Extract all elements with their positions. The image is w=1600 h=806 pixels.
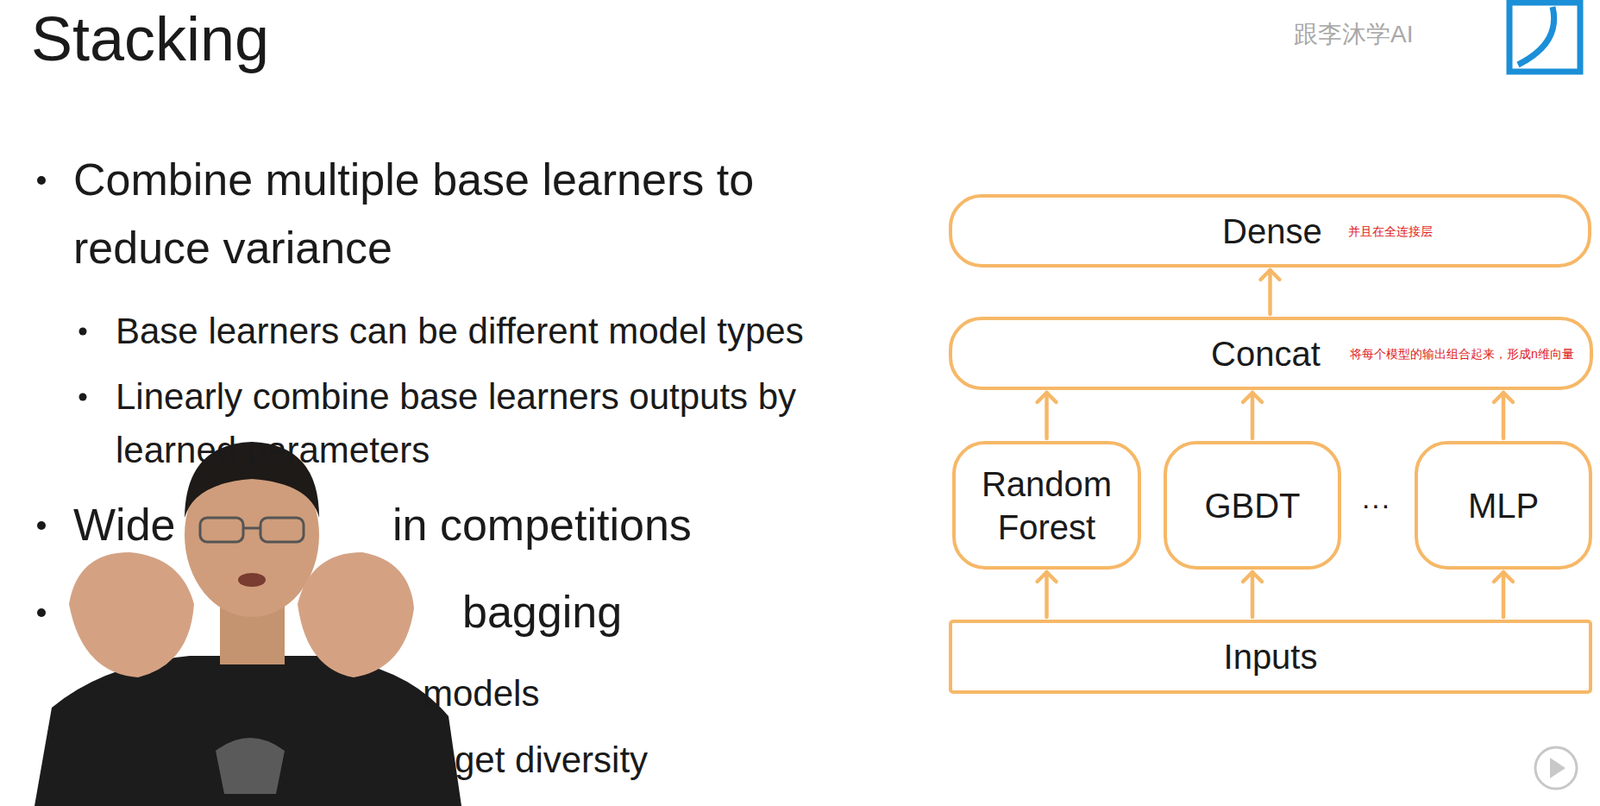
- bullet-dot: [79, 393, 88, 402]
- bullet-dot: [37, 175, 46, 185]
- slide-title: Stacking: [31, 1, 270, 76]
- presenter-glasses: [200, 517, 304, 542]
- connector-arrow: [1250, 571, 1255, 617]
- logo-frame: [1509, 2, 1581, 72]
- channel-logo: [1509, 2, 1581, 72]
- node-label: MLP: [1455, 483, 1551, 528]
- bullet-text-fragment: Wide: [73, 490, 176, 559]
- connector-arrow: [1044, 571, 1049, 617]
- connector-arrow: [1501, 571, 1506, 617]
- arrow-head: [1037, 392, 1057, 402]
- ellipsis-mark: ···: [1361, 483, 1391, 525]
- dense-layer-box: Dense 并且在全连接层: [948, 194, 1592, 268]
- play-circle: [1535, 746, 1577, 789]
- logo-mark: [1518, 6, 1555, 65]
- bullet-text-fragment: in competitions: [392, 490, 692, 559]
- base-learner-box: Random Forest: [952, 440, 1142, 570]
- inputs-box: Inputs: [948, 619, 1593, 694]
- bullet-dot: [79, 327, 88, 336]
- play-button: [1535, 746, 1577, 789]
- bullet-dot: [37, 520, 46, 530]
- sub-bullet-fragment: models: [422, 666, 540, 721]
- bullet-dot: [37, 608, 46, 617]
- connector-arrow: [1250, 392, 1255, 439]
- sub-bullet-fragment: get diversity: [454, 733, 648, 787]
- node-label: Dense: [1222, 209, 1323, 253]
- presenter-shirt: [34, 655, 462, 806]
- connector-arrow: [1044, 392, 1049, 439]
- presenter-left-hand: [69, 552, 195, 678]
- arrow-head: [1493, 571, 1513, 582]
- presenter-shirt-print: [215, 737, 285, 794]
- node-label: Concat: [1210, 332, 1321, 376]
- bullet-text: Combine multiple base learners to reduce…: [73, 145, 833, 283]
- annotation-note: 将每个模型的输出组合起来，形成n维向量: [1349, 345, 1576, 361]
- presenter-figure: [34, 441, 462, 806]
- presenter-right-hand: [297, 552, 415, 678]
- bullet-text-fragment: bagging: [462, 577, 622, 647]
- base-learner-box: GBDT: [1163, 440, 1342, 570]
- arrow-head: [1242, 571, 1262, 582]
- base-learner-box: MLP: [1414, 440, 1593, 570]
- annotation-note: 并且在全连接层: [1348, 223, 1568, 239]
- connector-arrow: [1501, 392, 1506, 439]
- concat-layer-box: Concat 将每个模型的输出组合起来，形成n维向量: [948, 316, 1594, 390]
- sub-bullet-text: Base learners can be different model typ…: [115, 304, 979, 358]
- watermark: 跟李沐学AI: [1293, 18, 1413, 51]
- presenter-mouth: [238, 572, 266, 587]
- node-label: GBDT: [1192, 483, 1312, 528]
- play-triangle: [1549, 757, 1566, 779]
- arrow-head: [1037, 571, 1057, 582]
- arrow-head: [1242, 392, 1262, 402]
- arrow-head: [1493, 392, 1513, 402]
- sub-bullet-text: Linearly combine base learners outputs b…: [115, 370, 905, 477]
- arrow-head: [1261, 269, 1280, 280]
- node-label: Random Forest: [955, 462, 1138, 549]
- connector-arrow: [1267, 269, 1273, 314]
- node-label: Inputs: [1211, 634, 1331, 678]
